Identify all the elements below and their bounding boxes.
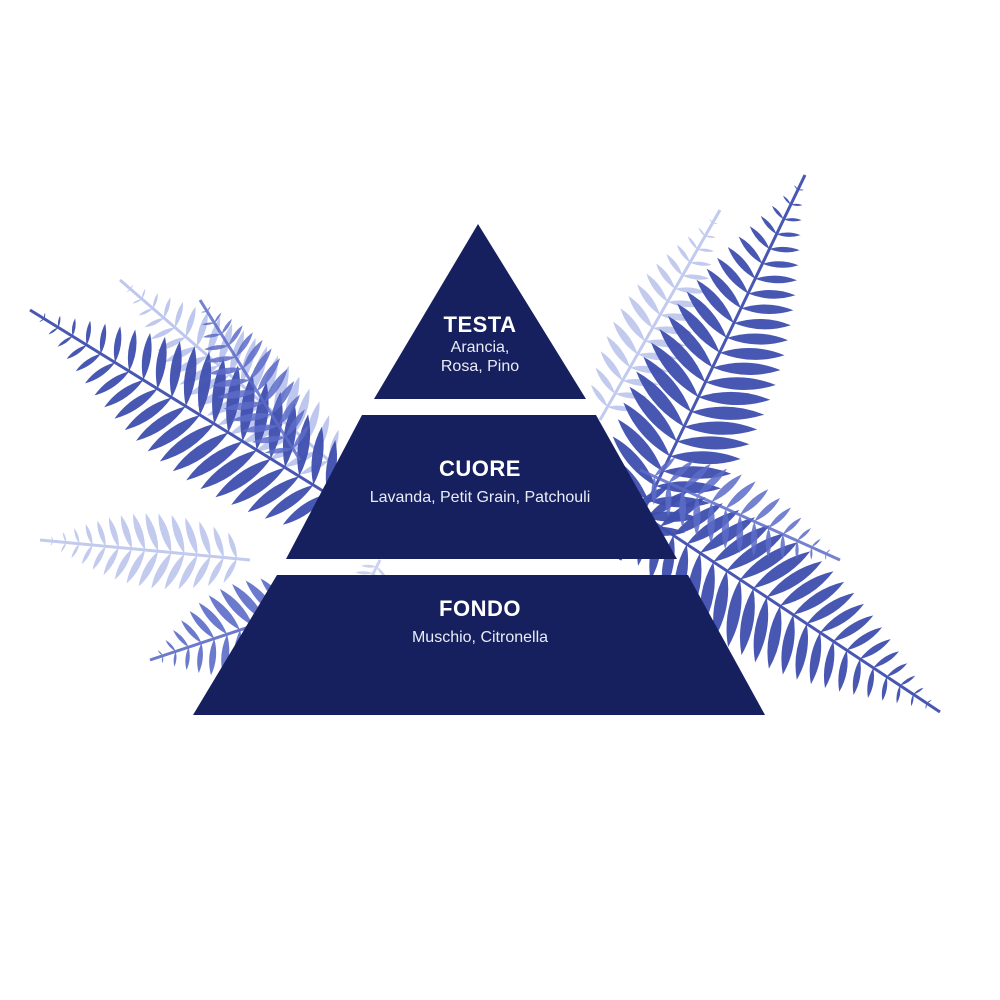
fragrance-pyramid bbox=[193, 224, 765, 715]
tier-bottom-title: FONDO bbox=[439, 596, 521, 621]
tier-bottom-notes: Muschio, Citronella bbox=[411, 629, 549, 646]
pyramid-tier-middle bbox=[286, 415, 677, 559]
tier-top-notes: Arancia, Rosa, Pino bbox=[440, 339, 520, 375]
tier-middle-label: CUORE Lavanda, Petit Grain, Patchouli bbox=[370, 456, 591, 507]
pyramid-tier-bottom bbox=[193, 575, 765, 715]
tier-bottom-label: FONDO Muschio, Citronella bbox=[412, 596, 548, 647]
tier-middle-notes: Lavanda, Petit Grain, Patchouli bbox=[369, 489, 591, 506]
tier-top-label: TESTA Arancia, Rosa, Pino bbox=[441, 312, 519, 376]
fern-leaf-icon bbox=[39, 513, 251, 590]
fern-leaf-icon bbox=[639, 457, 841, 562]
tier-top-title: TESTA bbox=[443, 312, 517, 337]
fern-leaf-icon bbox=[198, 299, 309, 461]
pyramid-tier-top bbox=[374, 224, 586, 399]
tier-middle-title: CUORE bbox=[439, 456, 521, 481]
fern-leaf-icon bbox=[591, 209, 722, 421]
